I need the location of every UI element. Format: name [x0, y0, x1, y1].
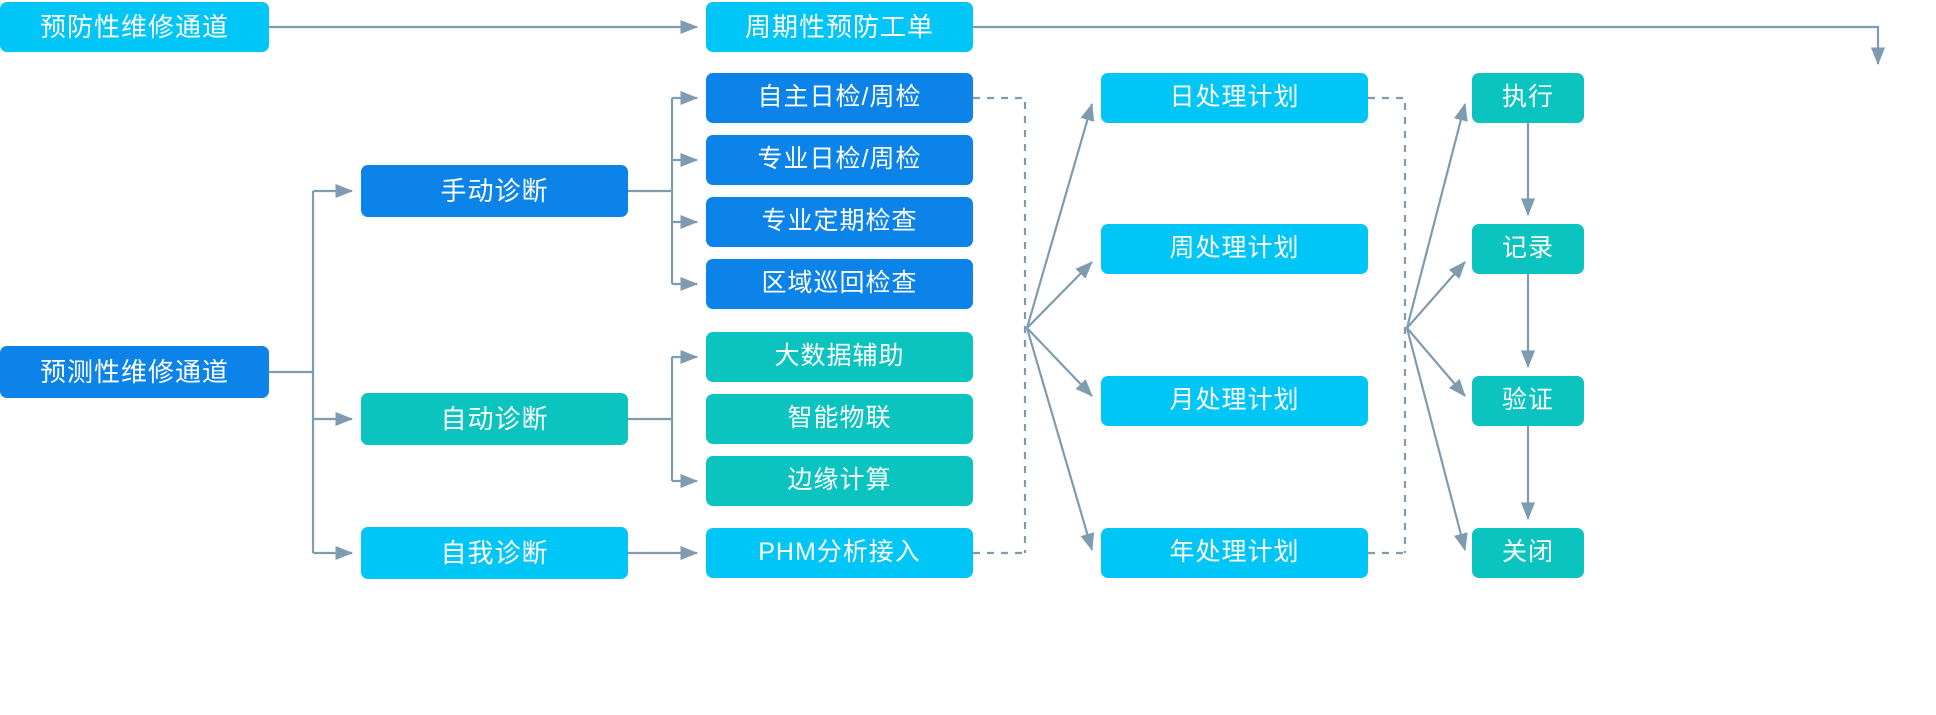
link-dashed-daily-to-stagehub — [1368, 96, 1407, 553]
node-daily-plan[interactable]: 日处理计划 — [1101, 73, 1368, 123]
node-area-patrol-inspection[interactable]: 区域巡回检查 — [706, 259, 973, 309]
node-verify[interactable]: 验证 — [1472, 376, 1584, 426]
node-monthly-plan[interactable]: 月处理计划 — [1101, 376, 1368, 426]
node-manual-diagnosis[interactable]: 手动诊断 — [361, 165, 628, 217]
node-professional-daily-weekly-inspection[interactable]: 专业日检/周检 — [706, 135, 973, 185]
link-hub-to-weekly-plan — [1026, 261, 1093, 329]
node-bigdata-assist[interactable]: 大数据辅助 — [706, 332, 973, 382]
node-weekly-plan[interactable]: 周处理计划 — [1101, 224, 1368, 274]
node-close[interactable]: 关闭 — [1472, 528, 1584, 578]
link-workorder-to-execute — [973, 25, 1886, 66]
link-hub-to-daily-plan — [1025, 102, 1095, 329]
link-stagehub-to-execute — [1405, 102, 1468, 329]
link-stagehub-to-close — [1405, 327, 1468, 552]
node-edge-computing[interactable]: 边缘计算 — [706, 456, 973, 506]
link-stagehub-to-record — [1406, 261, 1466, 329]
node-phm-analysis-access[interactable]: PHM分析接入 — [706, 528, 973, 578]
link-hub-to-monthly-plan — [1026, 327, 1093, 397]
link-stagehub-to-verify — [1406, 327, 1466, 397]
node-record[interactable]: 记录 — [1472, 224, 1584, 274]
node-predictive-channel[interactable]: 预测性维修通道 — [0, 346, 269, 398]
node-professional-periodic-inspection[interactable]: 专业定期检查 — [706, 197, 973, 247]
node-self-daily-weekly-inspection[interactable]: 自主日检/周检 — [706, 73, 973, 123]
node-auto-diagnosis[interactable]: 自动诊断 — [361, 393, 628, 445]
node-yearly-plan[interactable]: 年处理计划 — [1101, 528, 1368, 578]
node-preventive-channel[interactable]: 预防性维修通道 — [0, 2, 269, 52]
link-hub-to-yearly-plan — [1025, 327, 1095, 552]
node-periodic-preventive-workorder[interactable]: 周期性预防工单 — [706, 2, 973, 52]
link-dashed-inspection-to-hub — [973, 96, 1027, 553]
node-execute[interactable]: 执行 — [1472, 73, 1584, 123]
node-self-diagnosis[interactable]: 自我诊断 — [361, 527, 628, 579]
node-smart-iot[interactable]: 智能物联 — [706, 394, 973, 444]
